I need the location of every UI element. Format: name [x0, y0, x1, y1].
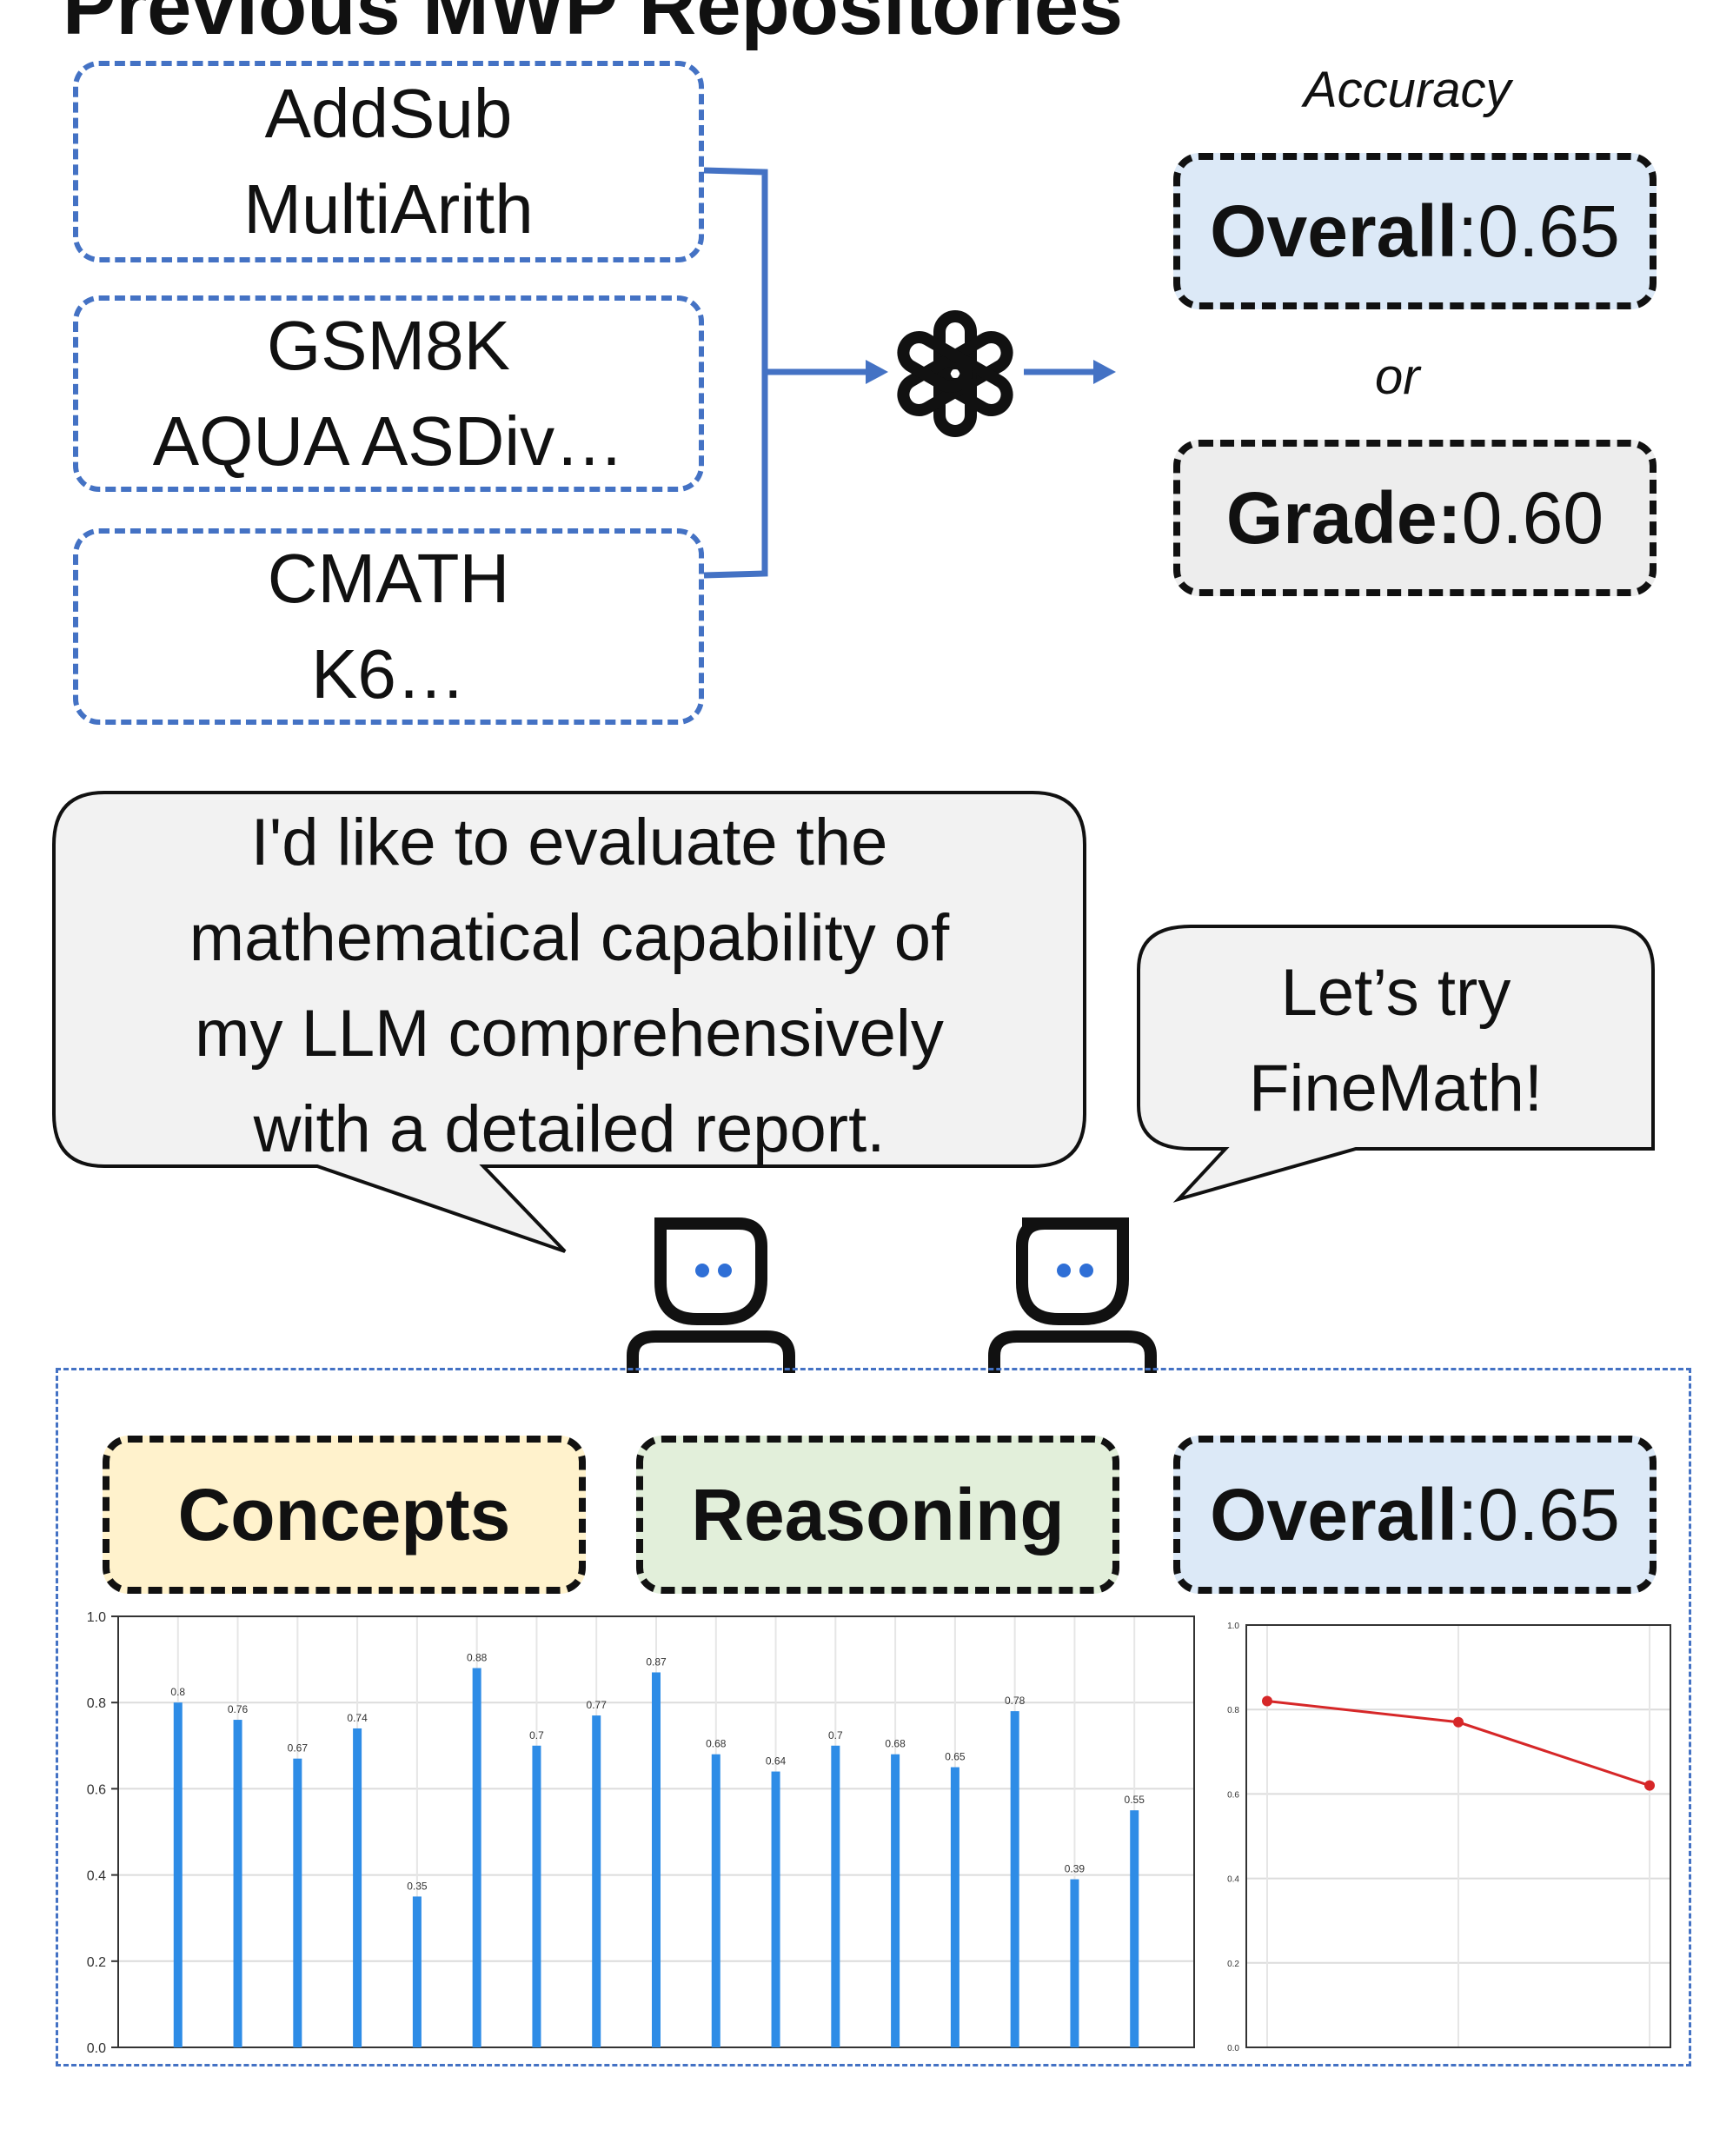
bar [891, 1754, 900, 2047]
grade-label: Grade: [1225, 476, 1462, 559]
y-tick-label: 1.0 [1227, 1622, 1239, 1631]
bar-value-label: 0.88 [467, 1652, 488, 1664]
bar [353, 1728, 362, 2047]
user-speech-text: I'd like to evaluate the mathematical ca… [61, 795, 1078, 1178]
y-tick-label: 0.6 [87, 1782, 106, 1797]
bar [1010, 1711, 1019, 2047]
bar-value-label: 0.39 [1065, 1863, 1086, 1875]
bar-value-label: 0.55 [1125, 1794, 1145, 1806]
y-tick-label: 0.2 [1227, 1960, 1239, 1969]
bar [532, 1745, 541, 2047]
y-tick-label: 0.0 [1227, 2044, 1239, 2053]
robot-user-icon [627, 1217, 795, 1373]
reasoning-box: Reasoning [636, 1436, 1119, 1594]
y-tick-label: 0.4 [1227, 1875, 1239, 1885]
bar-value-label: 0.64 [766, 1755, 787, 1768]
grade-score-box: Grade:0.60 [1173, 440, 1657, 596]
y-tick-label: 0.4 [87, 1869, 106, 1884]
speech-line: Let’s try [1280, 956, 1511, 1030]
openai-logo-icon [897, 310, 1013, 437]
bar [950, 1767, 959, 2047]
finemath-report-panel [56, 1368, 1691, 2066]
bar-value-label: 0.7 [529, 1729, 544, 1741]
bar-value-label: 0.74 [347, 1712, 368, 1724]
dataset-box-1: AddSub MultiArith [73, 61, 704, 262]
bar-value-label: 0.77 [587, 1699, 608, 1711]
arrow-head [866, 360, 888, 384]
data-point [1262, 1695, 1272, 1707]
bar [771, 1771, 780, 2047]
speech-bubbles [52, 791, 1655, 1253]
overall-value: :0.65 [1457, 189, 1620, 272]
bar [412, 1896, 422, 2047]
dataset-name: MultiArith [243, 170, 534, 248]
reasoning-label: Reasoning [691, 1473, 1065, 1556]
reply-speech-bubble [1137, 925, 1655, 1203]
dataset-box-3: CMATH K6… [73, 528, 704, 725]
bar-value-label: 0.87 [646, 1655, 667, 1668]
dataset-box-2: GSM8K AQUA ASDiv… [73, 295, 704, 492]
dataset-name: AQUA ASDiv… [152, 402, 625, 480]
bar-value-label: 0.76 [228, 1703, 249, 1715]
bracket-line [703, 167, 768, 579]
accuracy-label: Accuracy [1304, 62, 1511, 118]
bottom-overall-box: Overall:0.65 [1173, 1436, 1657, 1594]
robot-assistant-icon [988, 1217, 1157, 1373]
speech-line: FineMath! [1249, 1051, 1543, 1125]
overall-score-box: Overall:0.65 [1173, 153, 1657, 309]
arrow-head [1093, 360, 1116, 384]
bar [293, 1758, 302, 2047]
data-point [1453, 1716, 1464, 1728]
bar [711, 1754, 720, 2047]
bar [472, 1668, 481, 2047]
concepts-box: Concepts [103, 1436, 586, 1594]
bottom-overall-value: :0.65 [1457, 1473, 1620, 1556]
data-point [1644, 1780, 1655, 1791]
concept-bar-chart: 0.0 0.2 0.4 0.6 0.8 1.0 0.8 0.76 0.67 0.74 0.35 0.8… [87, 1610, 1195, 2056]
bar-value-label: 0.35 [407, 1880, 428, 1892]
bar [592, 1715, 601, 2047]
concepts-label: Concepts [177, 1473, 511, 1556]
bar [831, 1745, 840, 2047]
bar [652, 1672, 661, 2047]
bar-value-label: 0.68 [706, 1738, 727, 1750]
overall-label: Overall [1210, 189, 1458, 272]
reply-speech-text: Let’s try FineMath! [1139, 945, 1653, 1137]
bar-value-label: 0.78 [1005, 1695, 1026, 1707]
y-tick-label: 0.0 [87, 2041, 106, 2056]
y-tick-label: 0.8 [87, 1696, 106, 1711]
dataset-name: AddSub [264, 75, 513, 152]
bar [173, 1702, 183, 2047]
page-title: Previous MWP Repositories [63, 0, 1124, 51]
plot-frame [1245, 1624, 1671, 2048]
speech-line: I'd like to evaluate the [250, 806, 888, 879]
y-tick-label: 0.2 [87, 1955, 106, 1970]
bar-value-label: 0.8 [170, 1686, 185, 1698]
y-tick-label: 0.6 [1227, 1790, 1239, 1800]
y-tick-label: 0.8 [1227, 1706, 1239, 1715]
bar [1130, 1810, 1139, 2047]
dataset-name: CMATH [267, 540, 510, 617]
top-connectors [703, 167, 1116, 579]
grade-value: 0.60 [1461, 476, 1604, 559]
bar-value-label: 0.67 [288, 1742, 309, 1755]
speech-line: with a detailed report. [253, 1092, 886, 1166]
bar-value-label: 0.65 [945, 1751, 966, 1763]
bottom-overall-label: Overall [1210, 1473, 1458, 1556]
speech-line: mathematical capability of [189, 901, 950, 975]
bar-value-label: 0.68 [885, 1738, 906, 1750]
speech-line: my LLM comprehensively [195, 997, 944, 1071]
bar [233, 1720, 242, 2047]
user-speech-bubble [52, 791, 1086, 1253]
dataset-name: GSM8K [266, 307, 511, 384]
dataset-name: K6… [311, 635, 466, 713]
reasoning-line-chart: 0.0 0.2 0.4 0.6 0.8 1.0 [1227, 1622, 1671, 2053]
y-tick-label: 1.0 [87, 1610, 106, 1625]
bar-value-label: 0.7 [828, 1729, 843, 1741]
bar [1070, 1879, 1079, 2047]
or-label: or [1375, 348, 1420, 405]
